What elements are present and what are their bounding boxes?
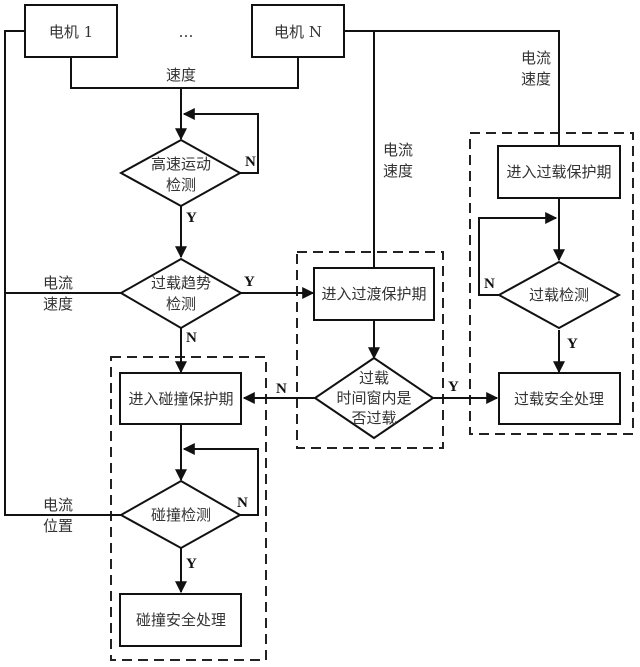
overload-n-loop <box>478 212 558 296</box>
overload-y-label: Y <box>567 336 578 352</box>
overload-trend-n-label: N <box>186 330 197 346</box>
position-current-label: 电流 <box>43 496 73 514</box>
overload-safety-label: 过载安全处理 <box>514 390 604 408</box>
mid-speed-label: 速度 <box>383 162 413 180</box>
overload-trend-label-1: 过载趋势 <box>151 274 211 292</box>
motor-n-box <box>251 4 345 58</box>
enter-overload-protect-box <box>497 145 621 199</box>
overload-n-label: N <box>484 276 495 292</box>
window-y-label: Y <box>448 379 459 395</box>
collision-safety-box <box>119 593 242 647</box>
transition-protect-group <box>296 251 444 449</box>
collision-y-label: Y <box>186 556 197 572</box>
enter-transition-protect-label: 进入过渡保护期 <box>321 285 426 303</box>
motor-ellipsis: … <box>179 23 194 41</box>
overload-detect-label: 过载检测 <box>529 286 589 304</box>
left-speed-label: 速度 <box>43 295 73 313</box>
right-current-label: 电流 <box>521 49 551 67</box>
enter-overload-protect-label: 进入过载保护期 <box>506 163 611 181</box>
overload-trend-label-2: 检测 <box>166 295 196 313</box>
enter-transition-protect-box <box>313 267 435 321</box>
enter-collision-protect-label: 进入碰撞保护期 <box>128 390 233 408</box>
collision-detect-diamond <box>118 479 243 550</box>
left-feedback-bus <box>4 30 121 516</box>
left-current-label: 电流 <box>43 274 73 292</box>
speed-bus-line <box>70 57 299 89</box>
collision-safety-label: 碰撞安全处理 <box>136 611 226 629</box>
high-speed-detect-diamond <box>118 138 243 208</box>
overload-trend-diamond <box>118 257 244 330</box>
motor-n-label: 电机 N <box>274 23 322 41</box>
window-overload-label-1: 过载 <box>359 369 389 387</box>
overload-protect-group <box>469 132 634 435</box>
overload-trend-y-label: Y <box>244 274 255 290</box>
window-overload-label-2: 时间窗内是 <box>336 389 411 407</box>
high-speed-n-loop <box>182 108 259 174</box>
motor-1-label: 电机 1 <box>49 23 93 41</box>
speed-signal-label: 速度 <box>166 66 196 84</box>
high-speed-y-label: Y <box>186 210 197 226</box>
collision-n-label: N <box>237 495 248 511</box>
right-speed-label: 速度 <box>521 70 551 88</box>
position-label: 位置 <box>43 517 73 535</box>
overload-detect-diamond <box>496 260 622 330</box>
right-feedback-bus <box>345 30 560 146</box>
window-n-label: N <box>276 381 287 397</box>
window-overload-label-3: 否过载 <box>351 409 396 427</box>
high-speed-n-label: N <box>245 154 256 170</box>
collision-protect-group <box>110 356 267 661</box>
overload-safety-box <box>498 372 621 425</box>
motor-1-box <box>24 4 118 58</box>
collision-detect-label: 碰撞检测 <box>151 506 211 524</box>
high-speed-detect-label-2: 检测 <box>166 176 196 194</box>
collision-n-loop <box>182 443 259 516</box>
enter-collision-protect-box <box>119 372 242 425</box>
high-speed-detect-label-1: 高速运动 <box>151 155 211 173</box>
mid-current-label: 电流 <box>383 141 413 159</box>
window-overload-diamond <box>313 356 435 440</box>
